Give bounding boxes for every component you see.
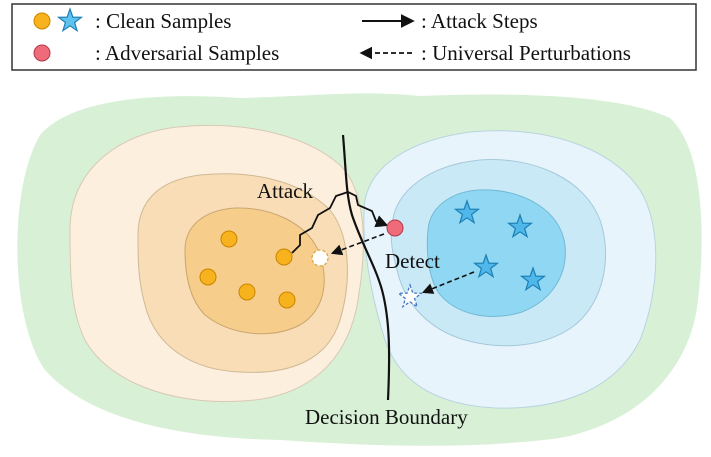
legend-attack-steps-label: : Attack Steps bbox=[421, 9, 538, 33]
legend: : Clean Samples : Adversarial Samples : … bbox=[11, 3, 697, 71]
clean-sample-orange bbox=[199, 268, 217, 286]
blue-region-inner bbox=[426, 189, 566, 317]
legend-box bbox=[11, 3, 697, 71]
perturbed-sample-orange-outline bbox=[311, 249, 329, 267]
decision-boundary-label: Decision Boundary bbox=[305, 405, 468, 429]
clean-sample-orange bbox=[238, 283, 256, 301]
clean-blue-samples bbox=[453, 199, 547, 292]
perturbed-sample-blue-star-outline-icon bbox=[396, 283, 424, 309]
attack-steps-path bbox=[291, 191, 389, 254]
clean-orange-samples bbox=[199, 230, 296, 309]
clean-sample-blue-star-icon bbox=[506, 213, 534, 239]
legend-adversarial-samples-label: : Adversarial Samples bbox=[95, 41, 279, 65]
legend-orange-dot-icon bbox=[33, 12, 51, 30]
detect-label: Detect bbox=[385, 249, 440, 273]
clean-sample-blue-star-icon bbox=[472, 253, 500, 279]
legend-clean-samples-label: : Clean Samples bbox=[95, 9, 231, 33]
clean-sample-orange bbox=[220, 230, 238, 248]
universal-perturbation-arrow bbox=[330, 233, 385, 256]
clean-sample-orange bbox=[278, 291, 296, 309]
decision-boundary-line bbox=[341, 134, 391, 401]
attack-label: Attack bbox=[257, 179, 313, 203]
clean-sample-orange-attacked bbox=[275, 248, 293, 266]
legend-blue-star-icon bbox=[56, 7, 84, 33]
legend-red-dot-icon bbox=[33, 44, 51, 62]
adversarial-sample bbox=[386, 219, 404, 237]
orange-class-region bbox=[69, 124, 364, 403]
detect-perturbation-arrow bbox=[421, 271, 475, 294]
clean-sample-blue-star-icon bbox=[519, 266, 547, 292]
legend-universal-perturbations-label: : Universal Perturbations bbox=[421, 41, 631, 65]
clean-sample-blue-star-icon bbox=[453, 199, 481, 225]
